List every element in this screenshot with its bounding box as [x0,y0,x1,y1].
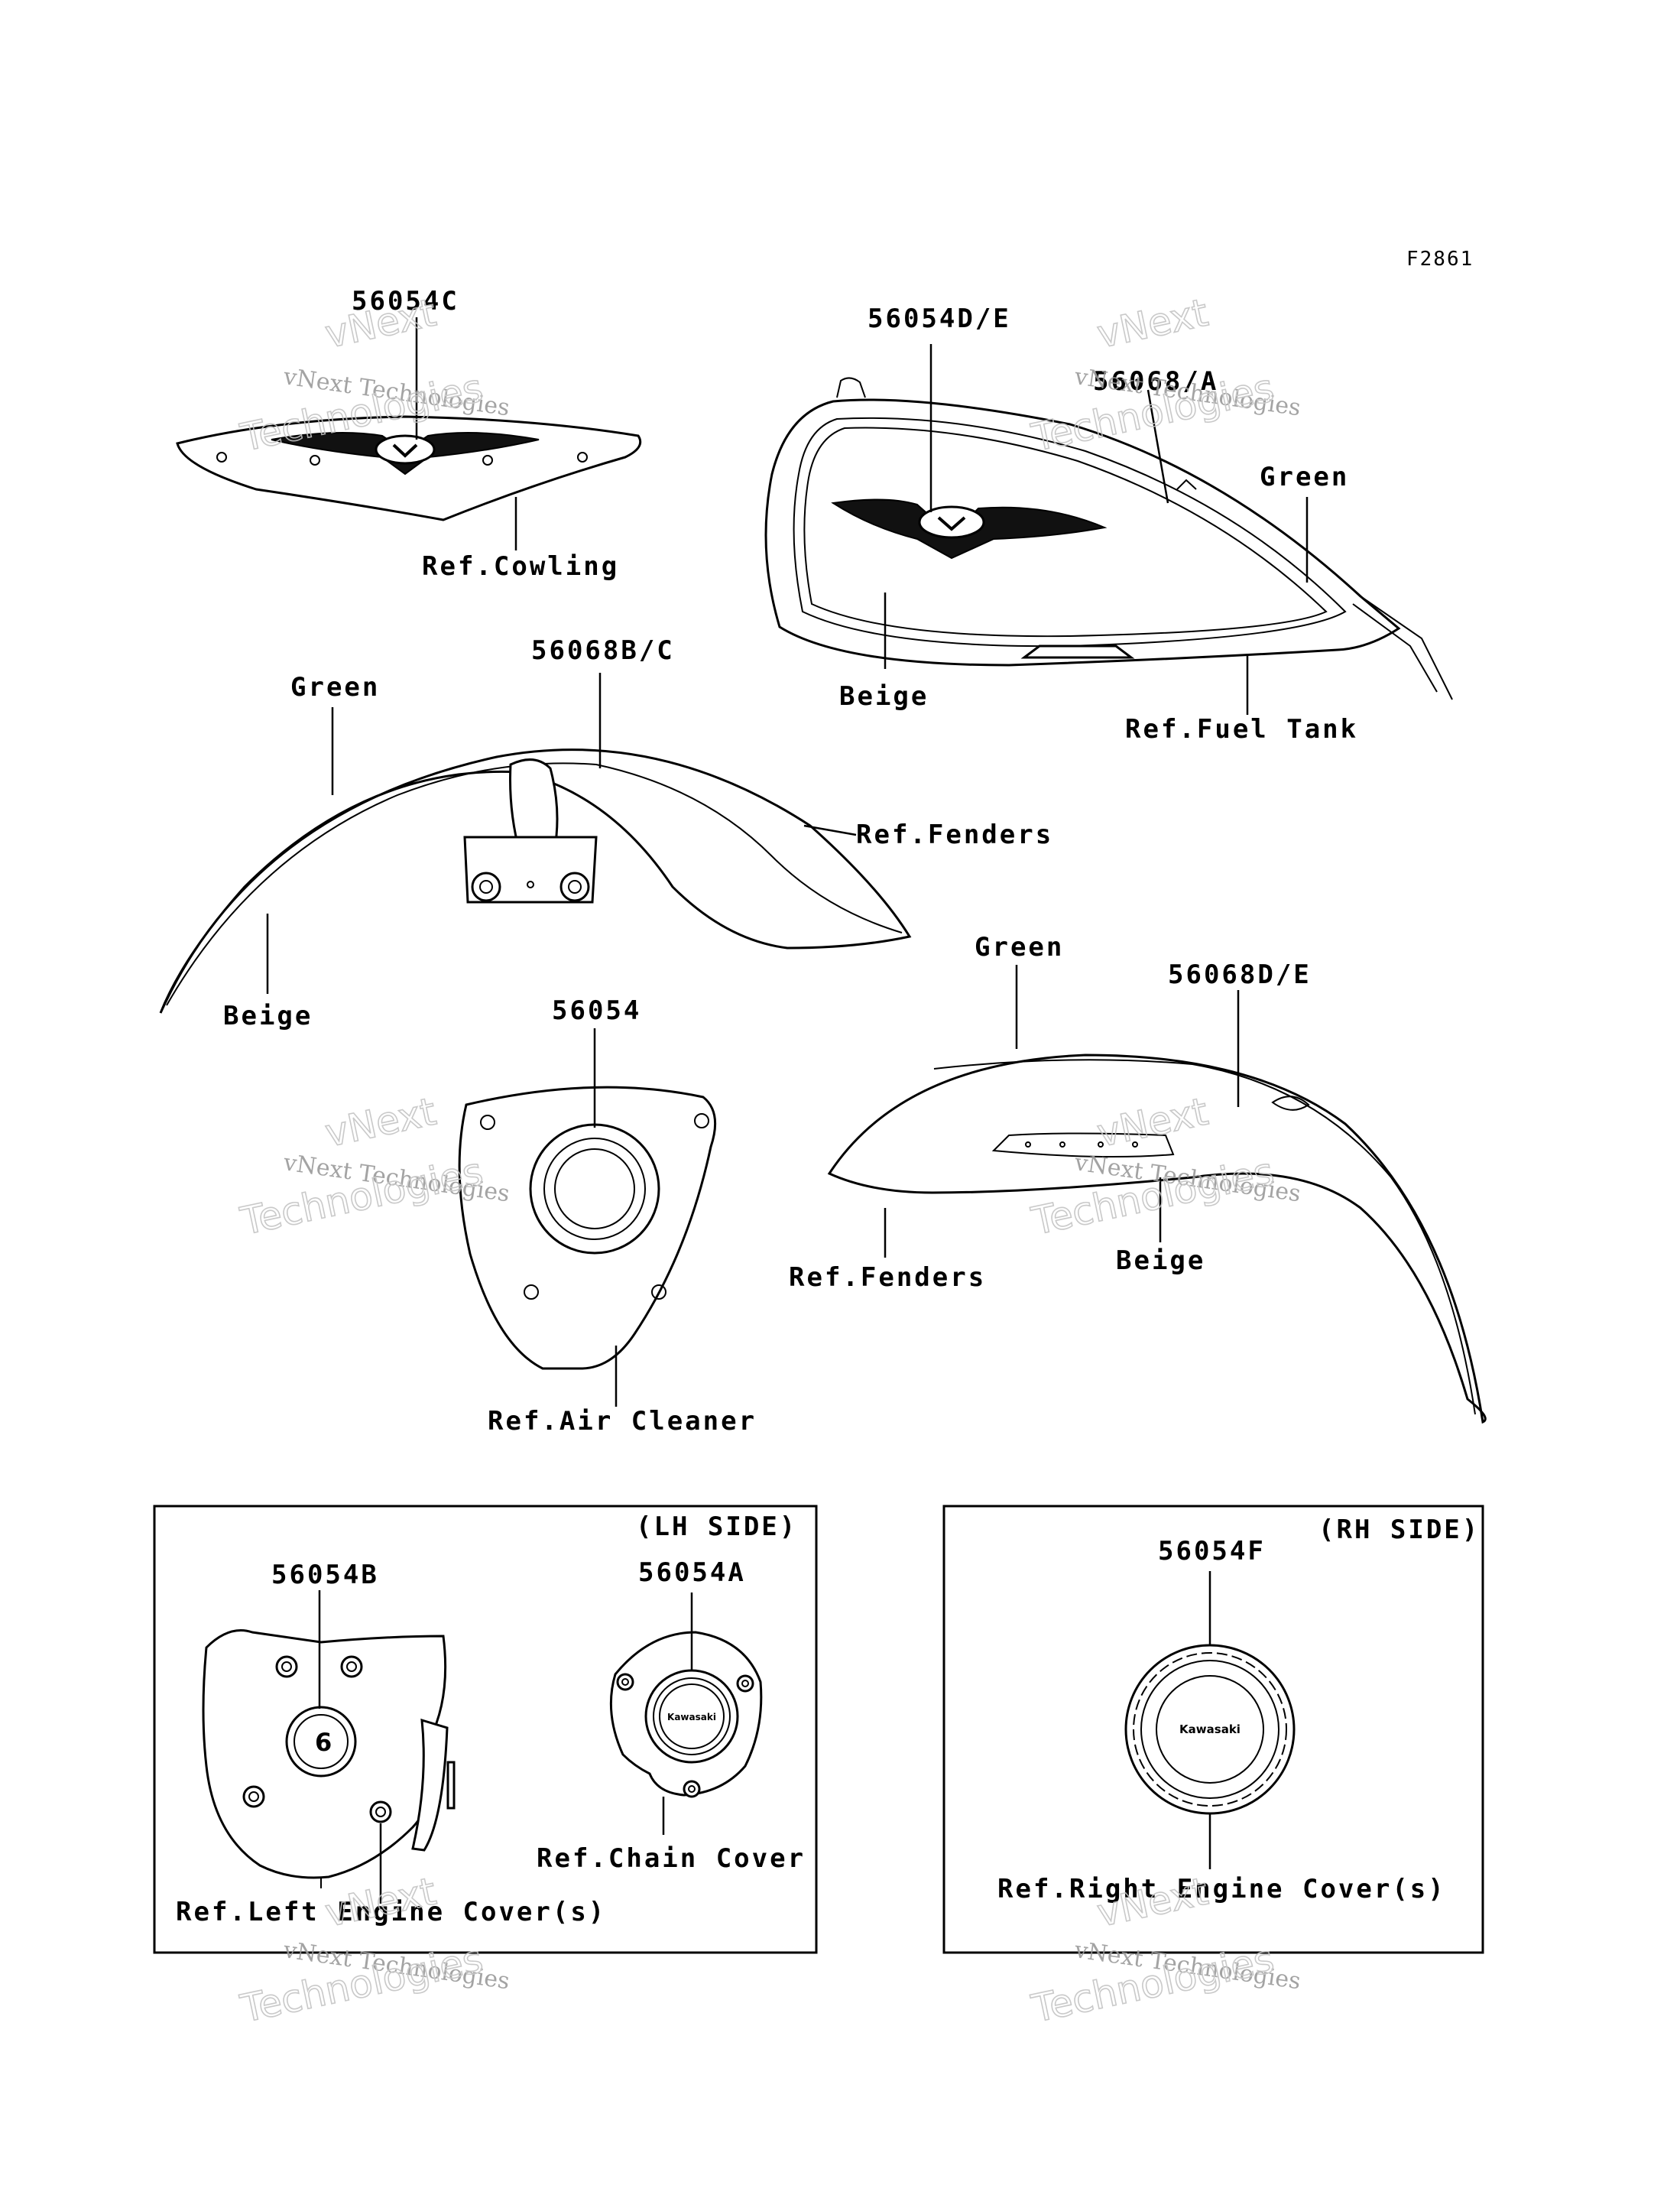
rh-side-frame [942,1505,1484,1954]
watermark-top-right: vNext vNext Technologies Technologies [1027,290,1302,461]
svg-text:vNext: vNext [1093,291,1211,357]
right-engine-cover-emblem [1156,1675,1264,1784]
rear-fender-part-no: 56068D/E [1168,959,1312,990]
cowling-ref: Ref.Cowling [422,551,619,582]
right-engine-cover-part-no: 56054F [1158,1536,1266,1567]
winged-v-emblem-cowling [271,432,540,476]
lh-side-title: (LH SIDE) [636,1511,797,1542]
air-cleaner-part-no: 56054 [552,995,641,1026]
chain-cover-emblem-text: Kawasaki [667,1712,716,1722]
fuel-tank-part-no: 56054D/E [868,304,1011,334]
rh-side-panel: (RH SIDE) Kawasaki 56054F Ref.Right Engi… [942,1505,1484,1954]
air-cleaner-ref: Ref.Air Cleaner [488,1406,757,1437]
left-engine-cover-ref: Ref.Left Engine Cover(s) [176,1897,606,1927]
rh-side-title: (RH SIDE) [1318,1515,1480,1545]
watermark-bottom-left: vNext vNext Technologies Technologies [236,1868,511,2032]
figure-id: F2861 [1406,248,1474,271]
cowling-part-no: 56054C [352,286,459,317]
rear-fender-group: Green 56068D/E Ref.Fenders Beige [789,932,1487,1424]
chain-cover-part-no: 56054A [638,1557,746,1588]
fuel-tank-stripe-no: 56068/A [1093,366,1218,397]
svg-text:vNext: vNext [321,1089,439,1156]
left-engine-cover-emblem [285,1706,357,1778]
front-fender-ref: Ref.Fenders [856,820,1053,850]
chain-cover-ref: Ref.Chain Cover [537,1843,806,1874]
cowling-group: 56054C Ref.Cowling [176,286,642,582]
front-fender-group: 56068B/C Green Ref.Fenders Beige [159,635,1053,1031]
fuel-tank-color-body: Beige [839,681,929,712]
rear-fender-color-bottom: Beige [1116,1245,1205,1276]
fuel-tank-shape [764,398,1401,667]
rear-fender-shape [827,1054,1487,1424]
winged-v-emblem-tank [831,498,1108,560]
svg-text:vNext: vNext [321,291,439,357]
right-engine-cover-ref: Ref.Right Engine Cover(s) [997,1874,1446,1904]
fuel-tank-color-top: Green [1260,462,1349,492]
rear-fender-ref: Ref.Fenders [789,1262,986,1293]
svg-text:6: 6 [315,1728,332,1757]
lh-side-frame [153,1505,818,1954]
fuel-tank-group: 56054D/E 56068/A Green Beige Ref.Fuel Ta… [764,304,1453,745]
fuel-tank-ref: Ref.Fuel Tank [1125,714,1358,745]
front-fender-part-no: 56068B/C [531,635,675,666]
rear-fender-color-top: Green [975,932,1064,963]
front-fender-color-bottom: Beige [223,1001,313,1031]
right-engine-cover-emblem-text: Kawasaki [1179,1722,1241,1736]
front-fender-color-top: Green [290,672,380,703]
left-engine-cover-part-no: 56054B [271,1560,379,1590]
air-cleaner-group: 56054 Ref.Air Cleaner [458,995,757,1437]
air-cleaner-emblem [529,1123,660,1255]
lh-side-panel: (LH SIDE) 6 56054B Ref.Left Engine Cover… [153,1505,818,1954]
